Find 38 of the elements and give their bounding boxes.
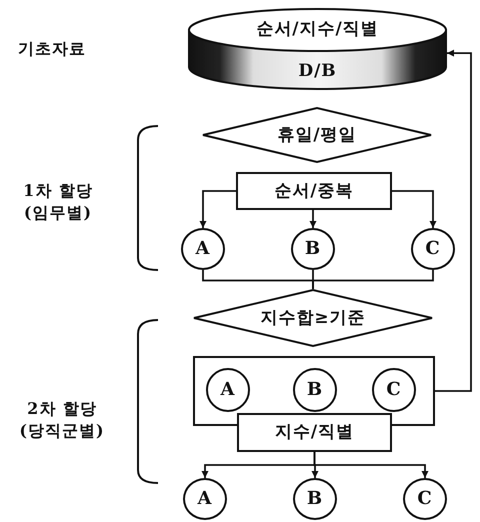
- circle-node: [372, 368, 416, 412]
- database-cylinder: [188, 8, 447, 90]
- node-label: C: [417, 489, 433, 509]
- node-label: B: [306, 380, 324, 400]
- section-label: 1차 할당 (임무별): [22, 180, 94, 224]
- circle-node: [206, 368, 250, 412]
- node-label: 지수합≥기준: [260, 308, 366, 328]
- arrow: [392, 190, 436, 228]
- section-label: 2차 할당 (당직군별): [18, 398, 106, 442]
- node-label: A: [198, 489, 212, 509]
- arrow: [435, 50, 472, 392]
- circle-node: [293, 368, 337, 412]
- node-label: 휴일/평일: [277, 126, 357, 144]
- process-box: [237, 413, 392, 452]
- circle-node: [403, 478, 447, 520]
- circle-node: [291, 228, 335, 270]
- process-box: [236, 172, 392, 210]
- decision-diamond: [202, 107, 432, 163]
- node-label: A: [196, 239, 210, 259]
- node-label: 순서/중복: [274, 182, 354, 200]
- circle-node: [181, 228, 225, 270]
- node-label: C: [425, 239, 441, 259]
- node-label: A: [220, 380, 236, 400]
- node-label: 순서/지수/직별: [255, 20, 380, 39]
- node-label: D/B: [297, 62, 338, 81]
- arrow: [310, 210, 316, 228]
- connector-line: [312, 270, 434, 289]
- node-label: C: [386, 380, 402, 400]
- node-label: 지수/직별: [274, 423, 354, 442]
- circle-node: [411, 228, 455, 270]
- node-label: B: [304, 239, 322, 259]
- section-label: 기초자료: [17, 38, 87, 60]
- arrow: [200, 190, 236, 228]
- circle-node: [293, 478, 337, 520]
- decision-diamond: [193, 289, 433, 347]
- node-label: B: [306, 489, 324, 509]
- arrow: [314, 452, 428, 478]
- circle-node: [183, 478, 227, 520]
